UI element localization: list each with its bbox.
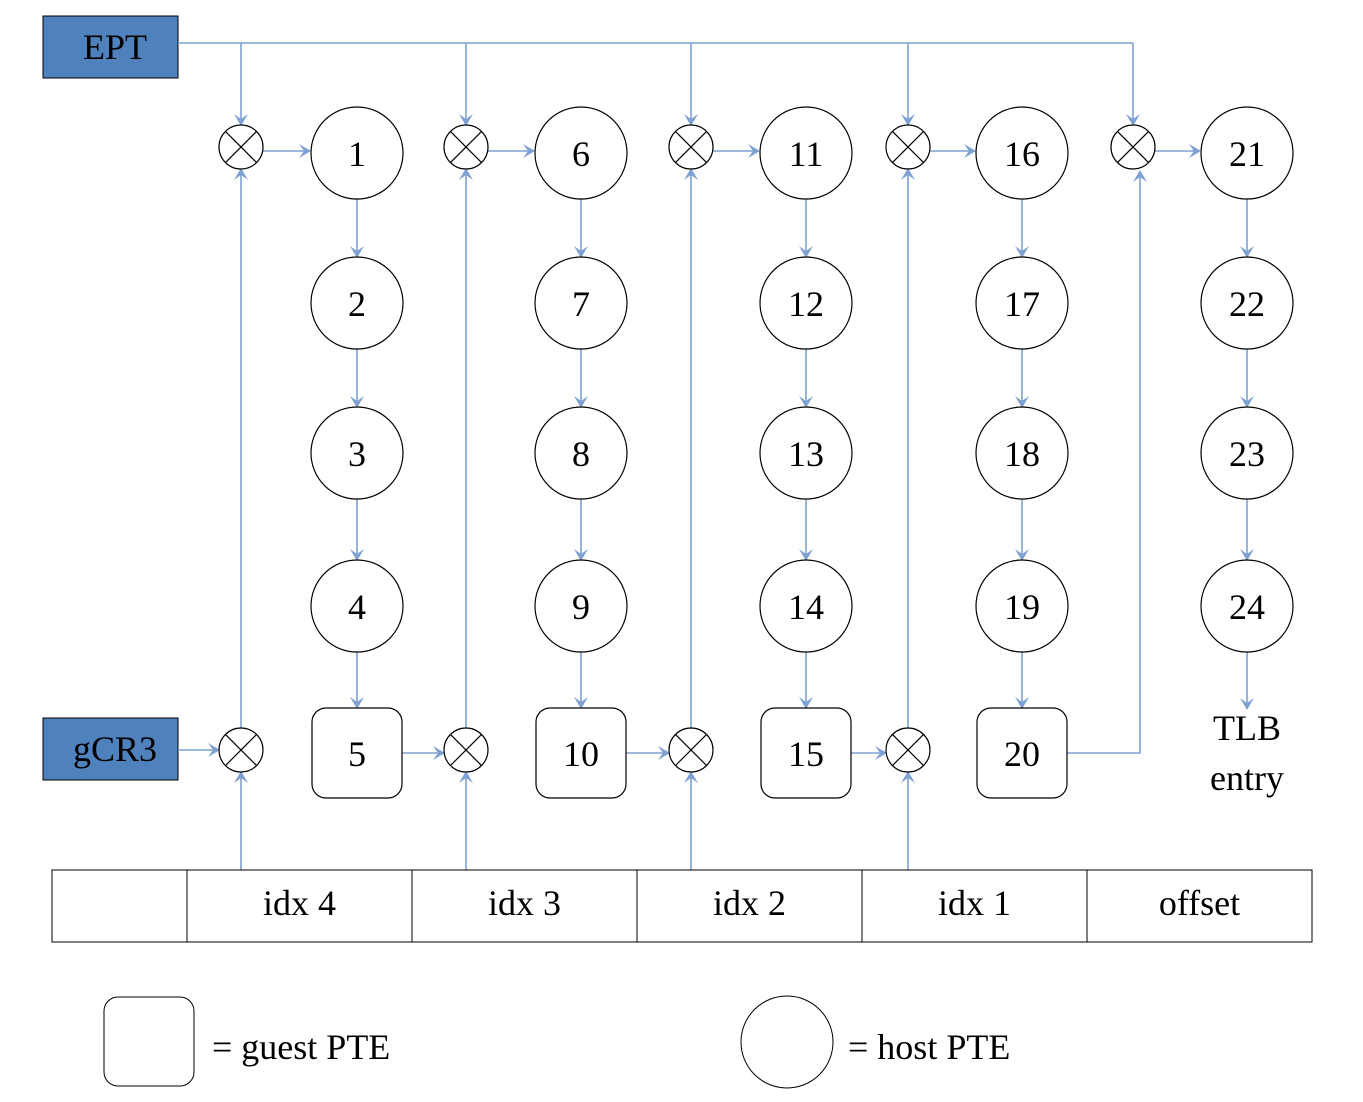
host-pte-label: 2 <box>348 284 366 324</box>
guest-pte-label: 20 <box>1004 734 1040 774</box>
ept-register: EPT <box>42 15 179 79</box>
address-field-label: offset <box>1159 883 1240 923</box>
host-pte-node: 2 <box>310 256 404 350</box>
host-pte-node: 24 <box>1200 559 1294 653</box>
host-pte-node: 22 <box>1200 256 1294 350</box>
address-field: idx 1 <box>861 869 1088 943</box>
tlb-label-line2: entry <box>1210 758 1284 798</box>
gcr3-register: gCR3 <box>42 717 179 781</box>
host-pte-node: 4 <box>310 559 404 653</box>
connector-lines <box>178 42 1254 870</box>
address-field-label: idx 4 <box>263 883 336 923</box>
guest-pte-label: 15 <box>788 734 824 774</box>
host-pte-label: 13 <box>788 434 824 474</box>
address-field-label: idx 3 <box>488 883 561 923</box>
host-pte-node: 11 <box>759 106 853 200</box>
circled-x-icon <box>885 124 931 170</box>
host-pte-node: 16 <box>975 106 1069 200</box>
host-pte-node: 14 <box>759 559 853 653</box>
host-pte-node: 9 <box>534 559 628 653</box>
host-pte-node: 1 <box>310 106 404 200</box>
host-pte-label: 3 <box>348 434 366 474</box>
host-pte-label: 8 <box>572 434 590 474</box>
address-field <box>51 869 188 943</box>
guest-pte-node: 5 <box>311 707 403 799</box>
host-pte-label: 12 <box>788 284 824 324</box>
circled-x-icon <box>668 727 714 773</box>
legend-host-pte-label: = host PTE <box>848 1027 1010 1067</box>
guest-pte-route-line <box>1067 195 1141 754</box>
legend-guest-pte-label: = guest PTE <box>212 1027 390 1067</box>
tlb-label-line1: TLB <box>1213 708 1281 748</box>
host-pte-node: 3 <box>310 406 404 500</box>
address-field-label: idx 2 <box>713 883 786 923</box>
circled-x-icon <box>1110 124 1156 170</box>
host-pte-label: 7 <box>572 284 590 324</box>
host-pte-node: 19 <box>975 559 1069 653</box>
host-pte-node: 21 <box>1200 106 1294 200</box>
host-pte-label: 4 <box>348 587 366 627</box>
host-pte-node: 23 <box>1200 406 1294 500</box>
host-pte-label: 23 <box>1229 434 1265 474</box>
host-pte-label: 19 <box>1004 587 1040 627</box>
circled-x-icon <box>443 727 489 773</box>
host-pte-node: 7 <box>534 256 628 350</box>
circled-x-icon <box>218 124 264 170</box>
guest-virtual-address: idx 4 idx 3 idx 2 idx 1 offset <box>51 869 1313 943</box>
address-field: idx 4 <box>186 869 413 943</box>
host-pte-label: 24 <box>1229 587 1265 627</box>
address-field: idx 3 <box>411 869 638 943</box>
host-pte-label: 17 <box>1004 284 1040 324</box>
host-pte-label: 16 <box>1004 134 1040 174</box>
host-pte-label: 11 <box>789 134 824 174</box>
host-pte-node: 12 <box>759 256 853 350</box>
guest-pte-node: 10 <box>535 707 627 799</box>
guest-pte-label: 5 <box>348 734 366 774</box>
guest-pte-label: 10 <box>563 734 599 774</box>
legend-guest-pte-shape <box>103 996 195 1087</box>
circled-x-icon <box>218 727 264 773</box>
legend-host-pte-shape <box>740 995 834 1089</box>
ept-register-label: EPT <box>83 27 147 67</box>
guest-pte-node: 15 <box>760 707 852 799</box>
address-field: offset <box>1086 869 1313 943</box>
gcr3-register-label: gCR3 <box>73 729 157 769</box>
address-field: idx 2 <box>636 869 863 943</box>
host-pte-node: 18 <box>975 406 1069 500</box>
host-pte-label: 9 <box>572 587 590 627</box>
guest-pte-node: 20 <box>976 707 1068 799</box>
legend: = guest PTE = host PTE <box>103 995 1010 1089</box>
host-pte-label: 22 <box>1229 284 1265 324</box>
combine-operators <box>218 124 1156 773</box>
host-pte-label: 21 <box>1229 134 1265 174</box>
host-pte-label: 1 <box>348 134 366 174</box>
tlb-entry-label: TLB entry <box>1210 708 1284 798</box>
host-pte-label: 14 <box>788 587 824 627</box>
address-field-label: idx 1 <box>938 883 1011 923</box>
circled-x-icon <box>668 124 714 170</box>
host-pte-label: 6 <box>572 134 590 174</box>
host-pte-node: 8 <box>534 406 628 500</box>
host-pte-node: 17 <box>975 256 1069 350</box>
circled-x-icon <box>443 124 489 170</box>
circled-x-icon <box>885 727 931 773</box>
host-pte-label: 18 <box>1004 434 1040 474</box>
host-pte-node: 6 <box>534 106 628 200</box>
host-pte-node: 13 <box>759 406 853 500</box>
